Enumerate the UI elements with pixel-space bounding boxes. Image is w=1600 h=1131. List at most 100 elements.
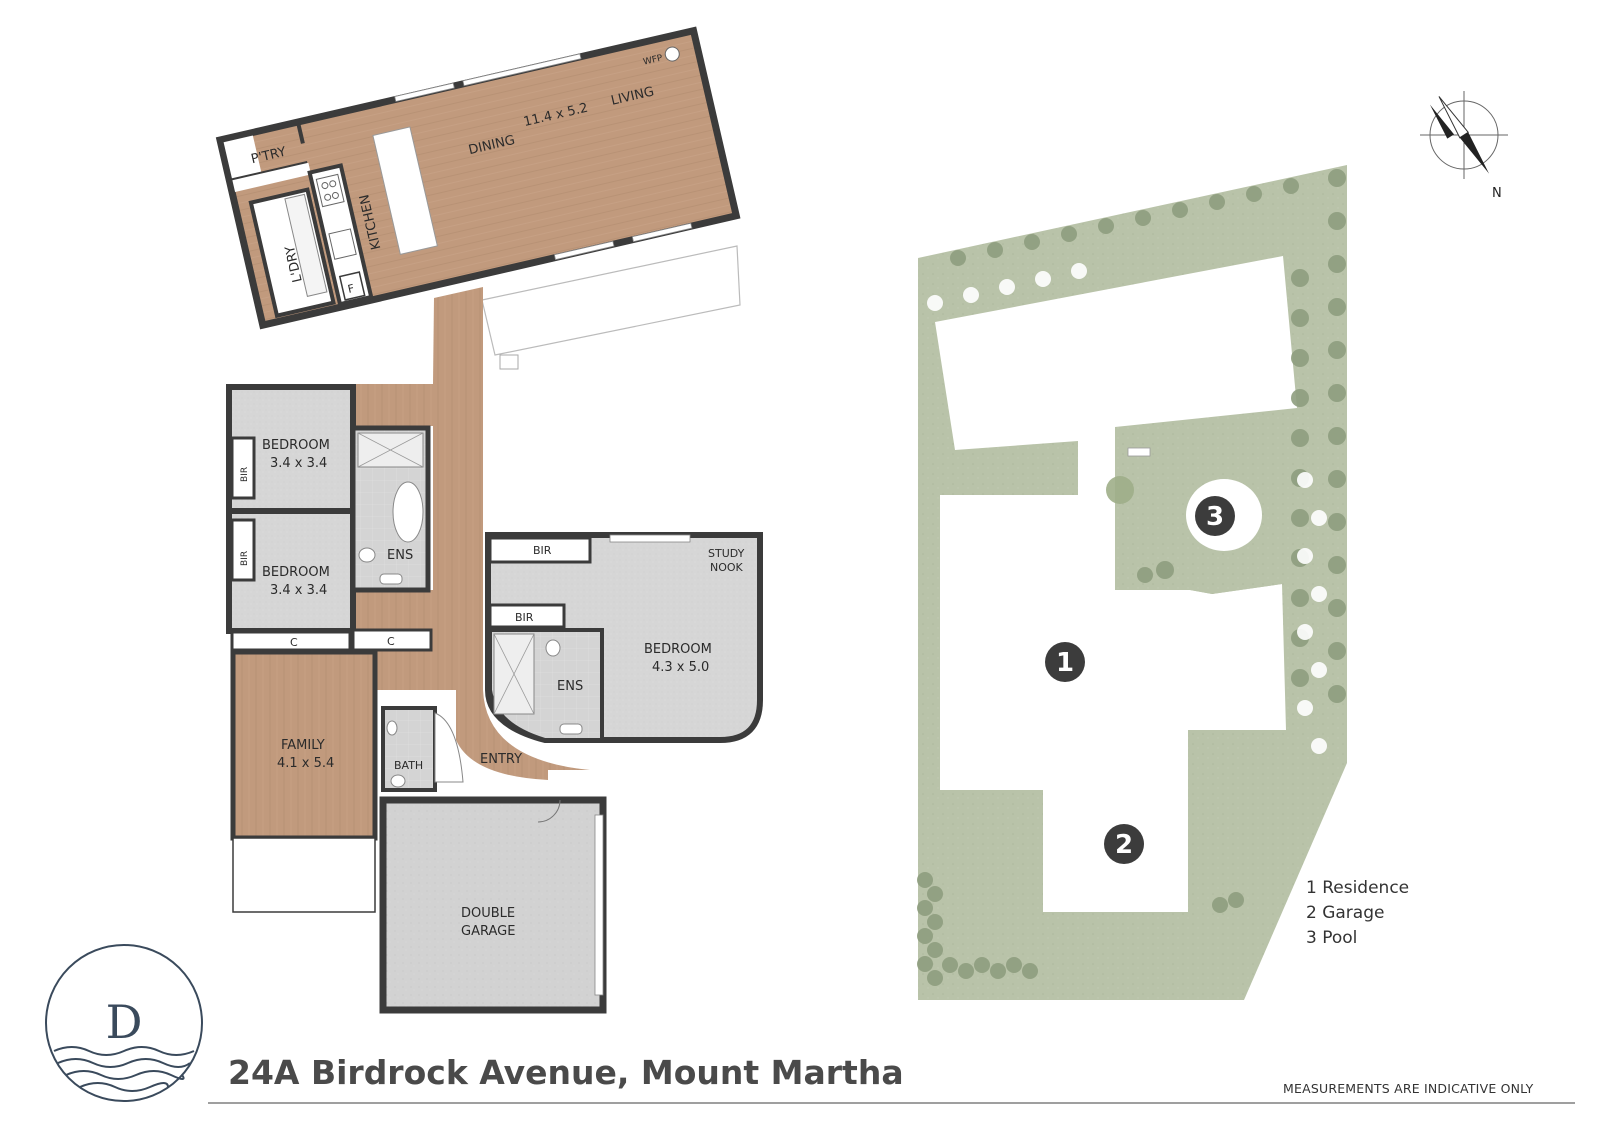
tree-icon xyxy=(1291,669,1309,687)
tree-icon xyxy=(1328,470,1346,488)
tree-icon xyxy=(1022,963,1038,979)
marker-2-text: 2 xyxy=(1115,830,1133,860)
tree-icon xyxy=(1172,202,1188,218)
tree-icon xyxy=(999,279,1015,295)
family-label: FAMILY xyxy=(281,738,325,753)
tree-icon xyxy=(917,872,933,888)
tree-icon xyxy=(1297,548,1313,564)
tree-icon xyxy=(1098,218,1114,234)
tree-icon xyxy=(1135,210,1151,226)
tree-icon xyxy=(1328,599,1346,617)
tree-icon xyxy=(1291,269,1309,287)
marker-garage xyxy=(1104,824,1144,864)
study-label-1: STUDY xyxy=(708,547,745,560)
tree-icon xyxy=(1061,226,1077,242)
legend-item-residence: 1 Residence xyxy=(1306,878,1409,898)
tree-icon xyxy=(1228,892,1244,908)
disclaimer-text: MEASUREMENTS ARE INDICATIVE ONLY xyxy=(1283,1081,1534,1096)
ensuite-2-label: ENS xyxy=(557,679,583,694)
cupboard-2 xyxy=(351,628,433,652)
bir-3-label: BIR xyxy=(533,544,552,557)
family-room xyxy=(230,649,378,841)
pantry-bench xyxy=(232,162,312,192)
tree-icon xyxy=(1209,194,1225,210)
bedroom-2-size: 3.4 x 3.4 xyxy=(270,583,327,598)
tree-icon xyxy=(927,295,943,311)
fireplace xyxy=(664,46,680,62)
tree-icon xyxy=(927,914,943,930)
tree-icon xyxy=(917,900,933,916)
tree-icon xyxy=(1071,263,1087,279)
bir-1 xyxy=(230,436,256,500)
cupboard-1-label: C xyxy=(290,636,298,649)
garage-label-2: GARAGE xyxy=(461,924,515,939)
tree-icon xyxy=(1328,298,1346,316)
fireplace-label: WFP xyxy=(642,53,664,67)
tree-icon xyxy=(1328,556,1346,574)
marker-1-text: 1 xyxy=(1056,648,1074,678)
north-compass-icon: N xyxy=(1420,91,1508,201)
tree-icon xyxy=(1106,476,1134,504)
tree-icon xyxy=(1328,384,1346,402)
tree-icon xyxy=(1297,700,1313,716)
tree-icon xyxy=(974,957,990,973)
fridge-label: F xyxy=(346,282,355,296)
tree-icon xyxy=(1328,642,1346,660)
tree-icon xyxy=(1328,513,1346,531)
pantry-closet xyxy=(223,135,262,180)
entry-floor xyxy=(374,656,590,780)
tree-icon xyxy=(1311,586,1327,602)
study-label-2: NOOK xyxy=(710,561,744,574)
residence-footprint xyxy=(935,256,1297,912)
tree-icon xyxy=(927,886,943,902)
bedroom-2-label: BEDROOM xyxy=(262,565,330,580)
marker-residence xyxy=(1045,642,1085,682)
tree-icon xyxy=(1291,429,1309,447)
tree-icon xyxy=(927,942,943,958)
tree-icon xyxy=(1035,271,1051,287)
tree-icon xyxy=(1328,255,1346,273)
tree-icon xyxy=(1328,169,1346,187)
tree-icon xyxy=(1024,234,1040,250)
tree-icon xyxy=(1291,589,1309,607)
bir-2-label: BIR xyxy=(240,551,250,566)
tree-icon xyxy=(1291,389,1309,407)
legend-item-garage: 2 Garage xyxy=(1306,903,1384,923)
double-garage xyxy=(379,796,607,1014)
kitchen-island xyxy=(372,126,438,255)
tree-icon xyxy=(1297,472,1313,488)
bathtub xyxy=(392,481,424,543)
site-trees xyxy=(917,169,1346,986)
tree-icon xyxy=(1006,957,1022,973)
tree-icon xyxy=(927,970,943,986)
tree-icon xyxy=(942,957,958,973)
cooktop xyxy=(315,173,345,208)
tree-icon xyxy=(1297,624,1313,640)
bathroom xyxy=(381,706,437,792)
tree-icon xyxy=(1291,509,1309,527)
legend-item-pool: 3 Pool xyxy=(1306,928,1357,948)
bir-1-label: BIR xyxy=(240,467,250,482)
living-wing: P'TRY DINING 11.4 x 5.2 LIVING WFP F L'D… xyxy=(215,26,741,330)
sink xyxy=(328,228,357,260)
hallway-top xyxy=(353,384,483,426)
tree-icon xyxy=(1328,685,1346,703)
bath-label: BATH xyxy=(394,759,423,772)
logo-letter: D xyxy=(106,995,143,1049)
tree-icon xyxy=(950,250,966,266)
ensuite-1-label: ENS xyxy=(387,548,413,563)
address-title: 24A Birdrock Avenue, Mount Martha xyxy=(228,1053,904,1092)
tree-icon xyxy=(958,963,974,979)
north-label: N xyxy=(1492,186,1502,201)
terrace xyxy=(481,245,741,356)
tree-icon xyxy=(1291,349,1309,367)
tree-icon xyxy=(1137,567,1153,583)
marker-3-text: 3 xyxy=(1206,502,1224,532)
family-deck xyxy=(232,837,376,913)
terrace-step xyxy=(499,354,519,370)
family-size: 4.1 x 5.4 xyxy=(277,756,334,771)
garage-label-1: DOUBLE xyxy=(461,906,515,921)
tree-icon xyxy=(1212,897,1228,913)
site-plan: 1 2 3 1 Residence 2 Garage 3 Pool xyxy=(917,165,1409,1000)
